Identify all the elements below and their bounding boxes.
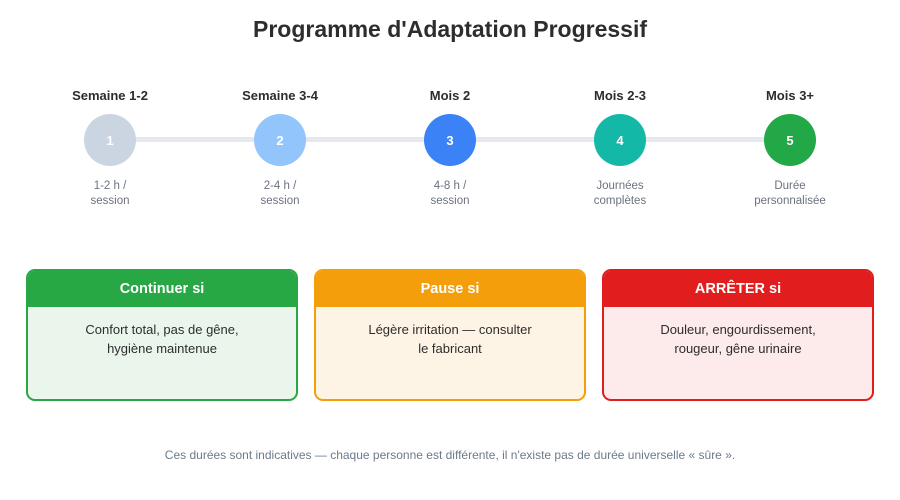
stage-description-line: Durée (774, 180, 806, 192)
card-continue: Continuer si Confort total, pas de gêne,… (26, 269, 298, 401)
stage-description-line: session (90, 195, 130, 207)
stage-circle: 3 (424, 114, 476, 166)
card-body-line: le fabricant (418, 341, 482, 356)
stage-description-line: 4-8 h / (433, 180, 467, 192)
stage-label: Semaine 1-2 (72, 88, 148, 103)
card-header: ARRÊTER si (604, 271, 872, 307)
stage-description: Journées complètes (535, 179, 705, 209)
card-header: Pause si (316, 271, 584, 307)
card-body-line: Légère irritation — consulter (368, 322, 532, 337)
stage-circle: 2 (254, 114, 306, 166)
card-body: Douleur, engourdissement, rougeur, gêne … (604, 307, 872, 358)
timeline-stage-2: Semaine 3-4 2 2-4 h / session (195, 88, 365, 209)
stage-description: 1-2 h / session (25, 179, 195, 209)
stage-circle: 4 (594, 114, 646, 166)
timeline-stage-1: Semaine 1-2 1 1-2 h / session (25, 88, 195, 209)
stage-description-line: 1-2 h / (93, 180, 127, 192)
card-header: Continuer si (28, 271, 296, 307)
stage-label: Mois 2-3 (593, 88, 646, 103)
stage-description-line: session (260, 195, 300, 207)
timeline-stage-3: Mois 2 3 4-8 h / session (365, 88, 535, 209)
stage-label: Mois 2 (429, 88, 471, 103)
card-pause: Pause si Légère irritation — consulter l… (314, 269, 586, 401)
stage-label: Semaine 3-4 (242, 88, 318, 103)
card-body-line: Douleur, engourdissement, (660, 322, 816, 337)
stage-description-line: 2-4 h / (263, 180, 297, 192)
card-body: Légère irritation — consulter le fabrica… (316, 307, 584, 358)
stage-description-line: Journées (596, 180, 644, 192)
stage-label: Mois 3+ (765, 88, 815, 103)
stage-description: 2-4 h / session (195, 179, 365, 209)
card-body: Confort total, pas de gêne, hygiène main… (28, 307, 296, 358)
timeline-stage-4: Mois 2-3 4 Journées complètes (535, 88, 705, 209)
stage-description: Durée personnalisée (705, 179, 875, 209)
stage-description-line: complètes (593, 195, 647, 207)
card-body-line: rougeur, gêne urinaire (674, 341, 802, 356)
disclaimer-note: Ces durées sont indicatives — chaque per… (164, 448, 736, 462)
timeline-stage-5: Mois 3+ 5 Durée personnalisée (705, 88, 875, 209)
stage-circle: 1 (84, 114, 136, 166)
stage-circle: 5 (764, 114, 816, 166)
card-stop: ARRÊTER si Douleur, engourdissement, rou… (602, 269, 874, 401)
stage-description-line: session (430, 195, 470, 207)
stage-description-line: personnalisée (754, 195, 826, 207)
card-body-line: hygiène maintenue (107, 341, 217, 356)
page-title: Programme d'Adaptation Progressif (253, 16, 647, 42)
card-body-line: Confort total, pas de gêne, (85, 322, 239, 337)
stage-description: 4-8 h / session (365, 179, 535, 209)
